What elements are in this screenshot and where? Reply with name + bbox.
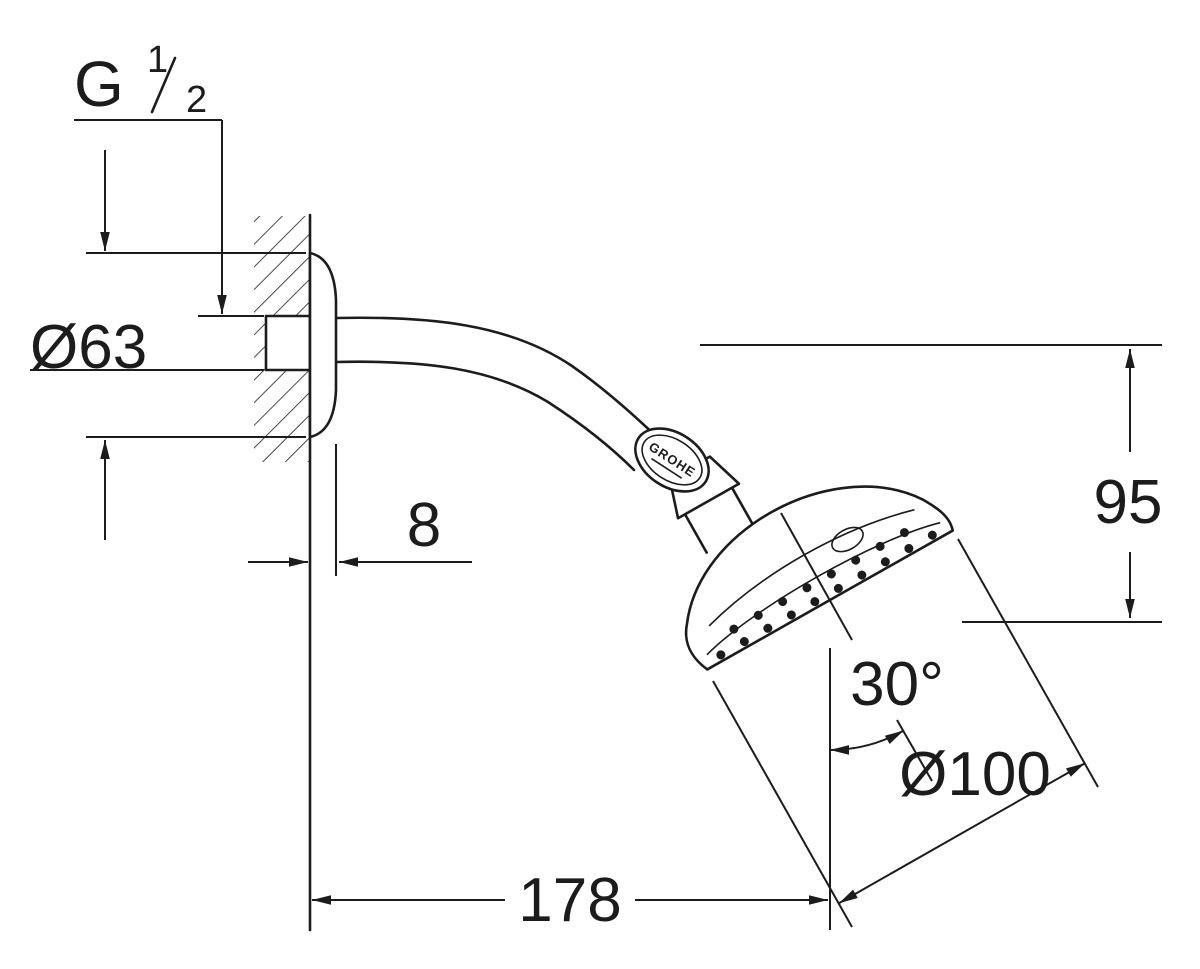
dia100-extension-left — [712, 680, 853, 928]
angle-label: 30° — [850, 650, 944, 719]
escutcheon — [308, 251, 338, 439]
shower-head — [668, 455, 955, 671]
angle-arc — [829, 729, 905, 755]
dia100-dimension-line — [838, 762, 1086, 905]
dim-arm-projection: 178 — [312, 648, 831, 935]
len178-label: 178 — [518, 866, 621, 935]
shower-arm-bottom-edge — [334, 360, 636, 472]
offset8-label: 8 — [407, 491, 441, 560]
nozzle-row-outer — [716, 530, 937, 660]
logo-underline — [651, 457, 683, 479]
thread-label-denominator: 2 — [186, 79, 207, 121]
shower-arm-top-edge — [334, 316, 662, 442]
dia100-label: Ø100 — [899, 740, 1051, 809]
dim-thread: G 1 2 — [30, 39, 264, 371]
ball-joint-logo: GROHE — [634, 427, 710, 493]
head-axis-line-upper — [780, 512, 853, 641]
dim-wall-offset: 8 — [248, 444, 472, 576]
thread-label-numerator: 1 — [147, 39, 168, 81]
head-neck-left — [683, 512, 708, 554]
spray-dial-detail — [831, 526, 864, 553]
thread-fraction-slash — [150, 56, 177, 114]
dim-head-diameter: Ø100 — [712, 538, 1099, 928]
dim-tilt-angle: 30° — [780, 512, 944, 782]
wall-section — [254, 213, 312, 932]
thread-label-g: G — [74, 48, 124, 120]
logo-outer-ring — [634, 427, 710, 493]
height95-label: 95 — [1094, 468, 1163, 537]
head-neck-right — [730, 486, 754, 526]
dia63-label: Ø63 — [30, 313, 147, 382]
logo-inner-ring — [641, 434, 703, 486]
dia100-extension-right — [957, 538, 1099, 788]
dim-drop-height: 95 — [700, 344, 1163, 623]
nozzle-row-inner — [729, 528, 909, 634]
head-body — [684, 485, 955, 671]
dim-escutcheon-diameter: Ø63 — [30, 150, 306, 540]
thread-connector — [264, 314, 312, 372]
